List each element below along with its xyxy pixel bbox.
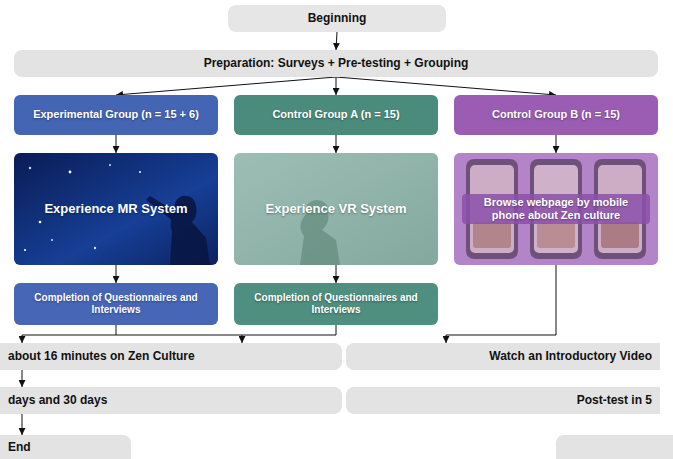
node-label: Beginning (308, 11, 367, 25)
node-label: Control Group B (n = 15) (492, 108, 620, 121)
flow-arrow (116, 265, 117, 283)
node-label: Experience VR System (266, 201, 407, 217)
end-box: End (0, 435, 131, 459)
node-label: Completion of Questionnaires and Intervi… (249, 292, 424, 316)
node-label: Browse webpage by mobile phone about Zen… (462, 194, 650, 224)
process-band: Post-test in 5 (346, 387, 660, 414)
webpage-picture (454, 153, 658, 265)
flow-arrow (242, 325, 336, 343)
image-box: Experience MR System (14, 153, 218, 265)
flow-arrow (336, 135, 337, 153)
group-header: Control Group B (n = 15) (454, 95, 658, 135)
start-box: Beginning (228, 5, 446, 32)
node-label: Experience MR System (44, 201, 187, 217)
flow-arrow (336, 265, 337, 283)
process-band: days and 30 days (0, 387, 342, 414)
process-box: Completion of Questionnaires and Intervi… (234, 283, 438, 325)
flow-arrow (22, 370, 23, 387)
process-band: Preparation: Surveys + Pre-testing + Gro… (14, 50, 658, 77)
flow-arrow (446, 265, 556, 343)
node-label: Post-test in 5 (577, 393, 652, 407)
flow-arrow (22, 414, 23, 435)
flow-arrow (22, 325, 116, 343)
cut-end-box (556, 435, 673, 459)
node-label: about 16 minutes on Zen Culture (8, 349, 195, 363)
group-header: Control Group A (n = 15) (234, 95, 438, 135)
flow-arrow (556, 135, 557, 153)
flow-arrow (116, 135, 117, 153)
flow-arrow (116, 77, 336, 95)
node-label: Preparation: Surveys + Pre-testing + Gro… (204, 56, 469, 70)
node-label: Watch an Introductory Video (489, 349, 652, 363)
image-box: Experience VR System (234, 153, 438, 265)
node-label: End (8, 440, 31, 454)
flow-arrow (336, 77, 337, 95)
group-header: Experimental Group (n = 15 + 6) (14, 95, 218, 135)
node-label: Completion of Questionnaires and Intervi… (29, 292, 204, 316)
process-band: Watch an Introductory Video (346, 343, 660, 370)
process-box: Completion of Questionnaires and Intervi… (14, 283, 218, 325)
flow-arrow (336, 32, 337, 50)
merge-line (116, 335, 242, 336)
mr-picture (14, 153, 218, 265)
flow-arrow (336, 77, 556, 95)
node-label: Experimental Group (n = 15 + 6) (33, 108, 199, 121)
node-label: days and 30 days (8, 393, 107, 407)
node-label: Control Group A (n = 15) (272, 108, 399, 121)
process-band: about 16 minutes on Zen Culture (0, 343, 342, 370)
image-box: Browse webpage by mobile phone about Zen… (454, 153, 658, 265)
vr-picture (234, 153, 438, 265)
